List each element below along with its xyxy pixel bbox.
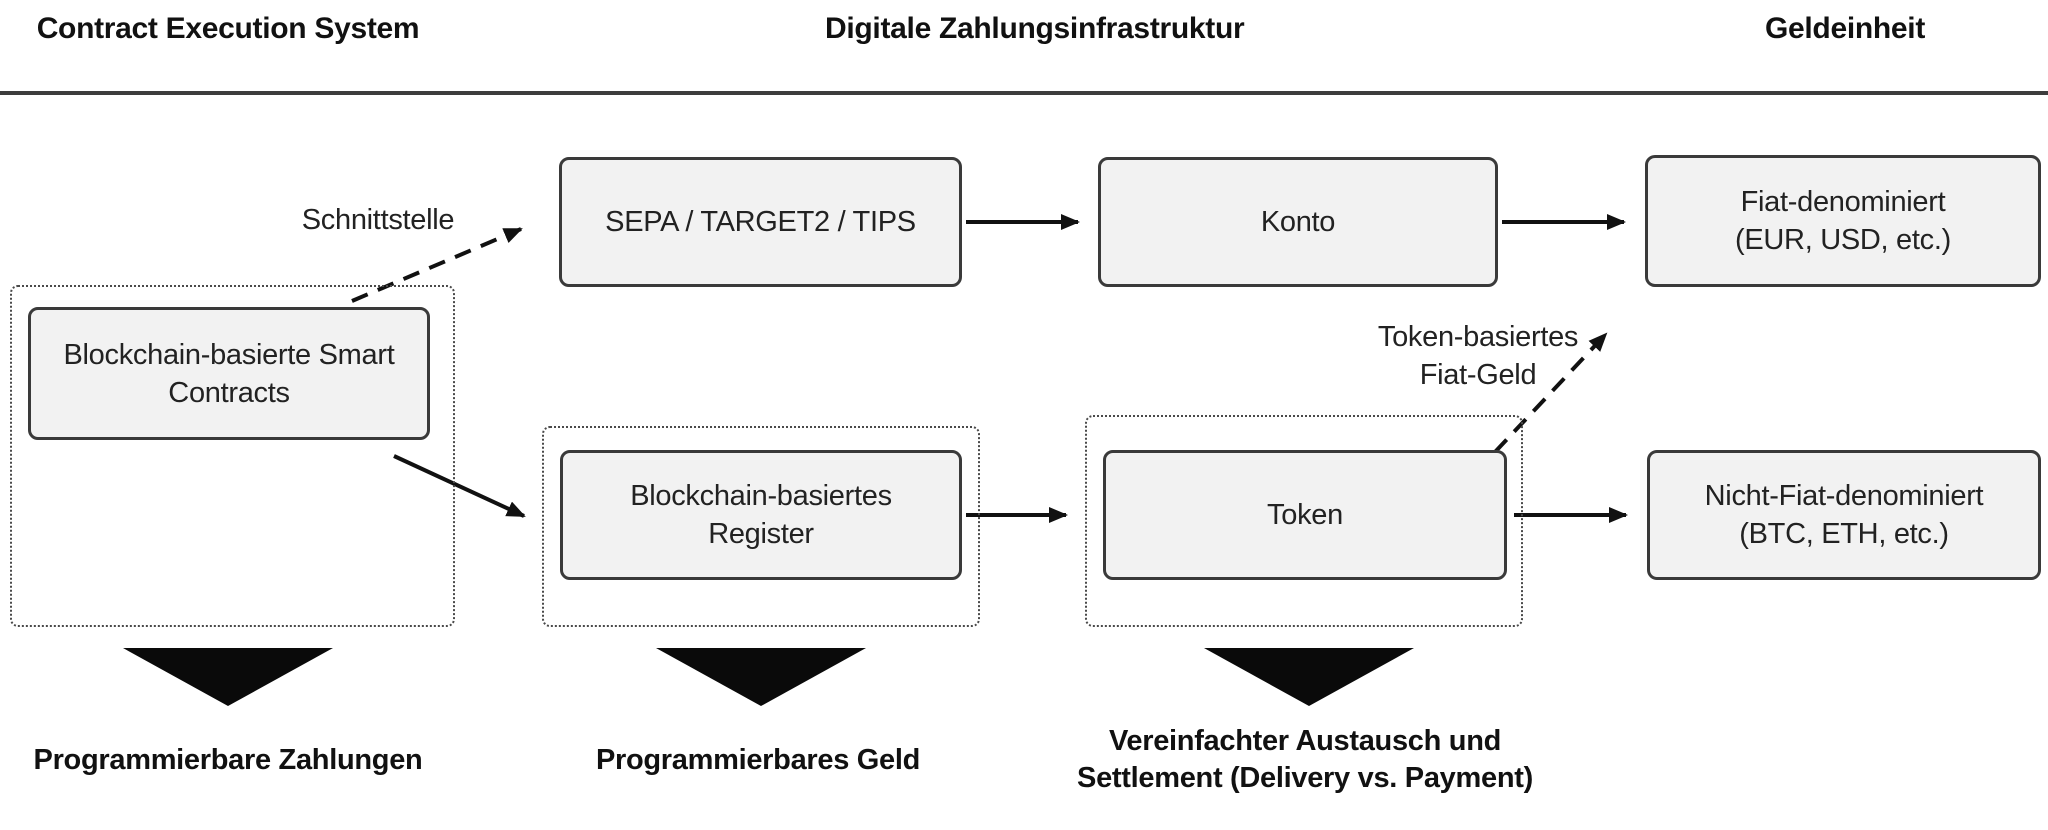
column-header-geldeinheit: Geldeinheit	[1764, 12, 1926, 45]
box-smart-contracts-line2: Contracts	[168, 376, 290, 409]
annotation-schnittstelle: Schnittstelle	[301, 204, 455, 236]
box-nicht-fiat-line2: (BTC, ETH, etc.)	[1739, 518, 1949, 550]
caption-settlement-line1: Vereinfachter Austausch und	[1108, 725, 1502, 757]
annotation-token-fiat-line2: Fiat-Geld	[1419, 359, 1537, 391]
group-contract-execution	[10, 285, 455, 627]
box-sepa-label: SEPA / TARGET2 / TIPS	[605, 206, 916, 238]
column-header-contract-execution-system: Contract Execution System	[36, 12, 420, 45]
box-register-line2: Register	[708, 518, 814, 550]
box-blockchain-smart-contracts: Blockchain-basierte Smart Contracts	[28, 307, 430, 440]
box-konto: Konto	[1098, 157, 1498, 287]
annotation-token-fiat-line1: Token-basiertes	[1377, 321, 1579, 353]
box-nicht-fiat-denominiert: Nicht-Fiat-denominiert (BTC, ETH, etc.)	[1647, 450, 2041, 580]
column-header-digitale-zahlungsinfrastruktur: Digitale Zahlungsinfrastruktur	[825, 12, 1245, 45]
box-fiat-line1: Fiat-denominiert	[1740, 186, 1946, 218]
down-triangle-settlement	[1204, 648, 1414, 706]
down-triangle-programmable-money	[656, 648, 866, 706]
caption-programmierbare-zahlungen: Programmierbare Zahlungen	[33, 744, 423, 776]
box-fiat-denominiert: Fiat-denominiert (EUR, USD, etc.)	[1645, 155, 2041, 287]
header-divider-line	[0, 91, 2048, 95]
caption-vereinfachter-austausch-settlement: Vereinfachter Austausch und Settlement (…	[1055, 723, 1555, 797]
down-triangle-programmable-payments	[123, 648, 333, 706]
annotation-token-basiertes-fiat-geld: Token-basiertes Fiat-Geld	[1353, 318, 1603, 394]
group-register	[542, 426, 980, 627]
box-sepa-target2-tips: SEPA / TARGET2 / TIPS	[559, 157, 962, 287]
box-konto-label: Konto	[1260, 206, 1336, 238]
caption-settlement-line2: Settlement (Delivery vs. Payment)	[1077, 762, 1533, 794]
box-fiat-line2: (EUR, USD, etc.)	[1735, 224, 1951, 256]
box-register-line1: Blockchain-basiertes	[630, 480, 892, 512]
caption-programmierbares-geld: Programmierbares Geld	[595, 744, 921, 776]
box-nicht-fiat-line1: Nicht-Fiat-denominiert	[1704, 480, 1984, 512]
group-token	[1085, 415, 1523, 627]
box-token: Token	[1103, 450, 1507, 580]
box-token-label: Token	[1267, 499, 1343, 531]
box-smart-contracts-line1: Blockchain-basierte Smart	[63, 338, 395, 371]
box-blockchain-register: Blockchain-basiertes Register	[560, 450, 962, 580]
